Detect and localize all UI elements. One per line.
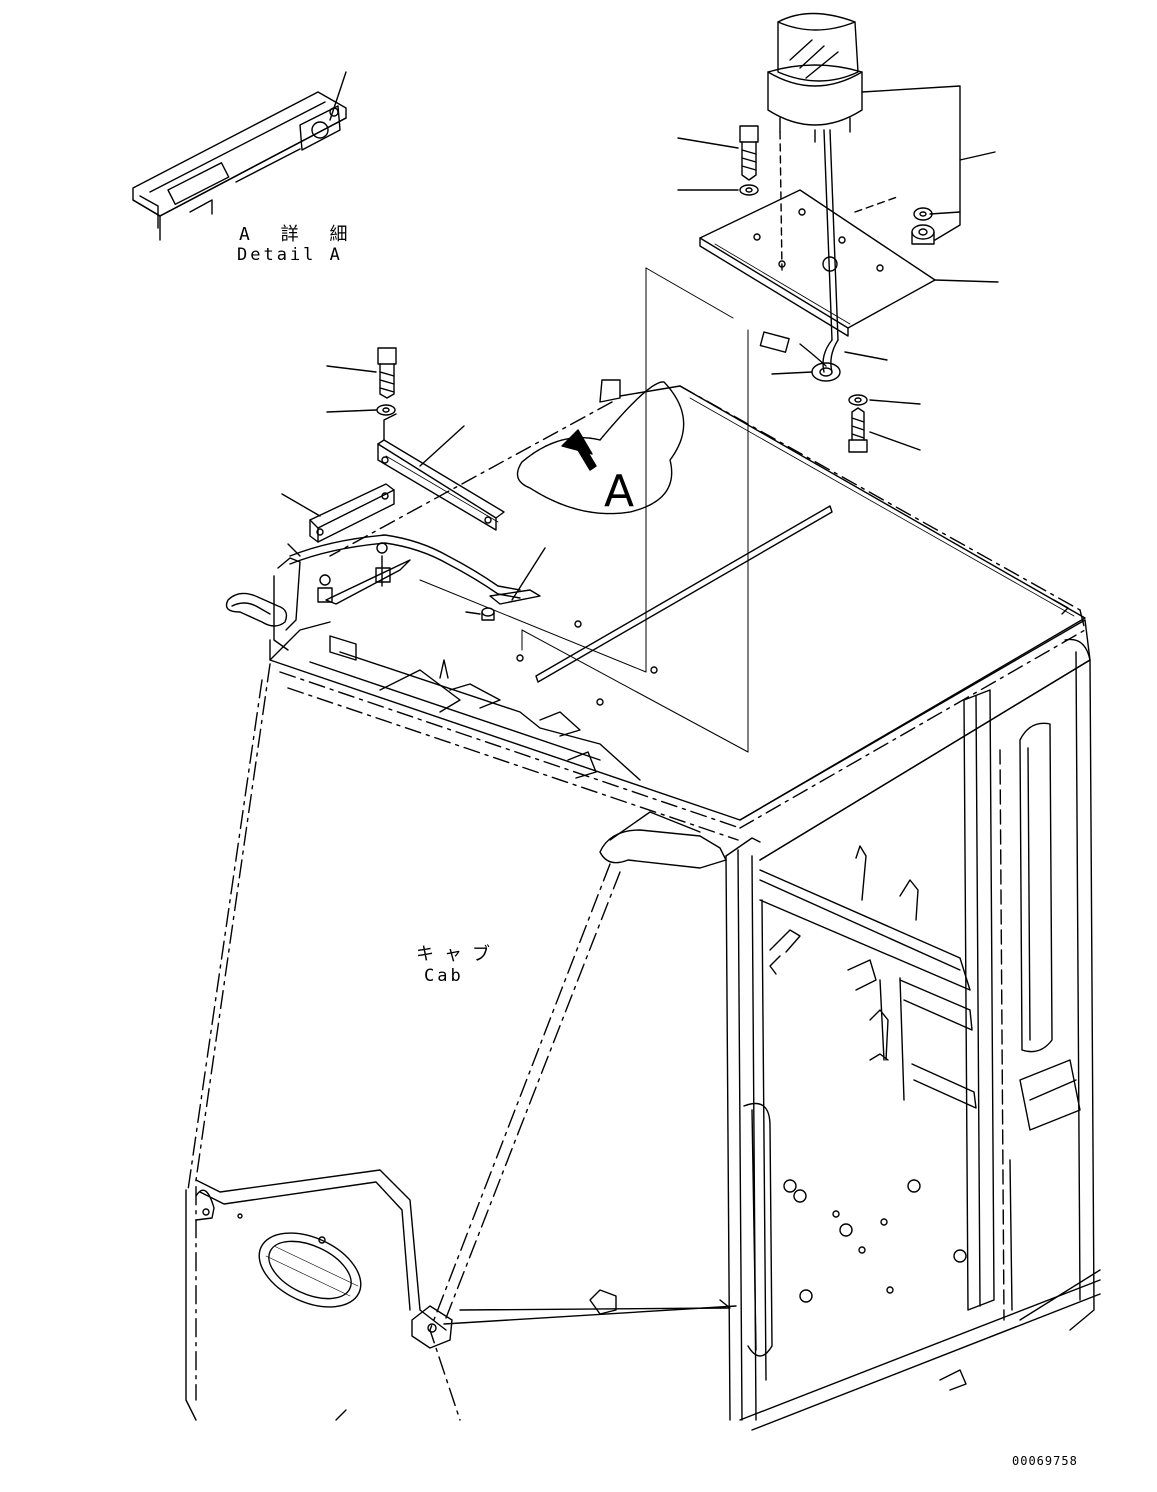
lower-bolt bbox=[848, 394, 921, 453]
view-a-letter: A bbox=[604, 466, 635, 517]
mount-bracket-harness bbox=[225, 534, 546, 651]
beacon-cable-grommet bbox=[759, 331, 888, 382]
beacon-base-plate bbox=[699, 189, 999, 337]
lower-bracket bbox=[281, 483, 395, 543]
view-a-indicator bbox=[516, 381, 685, 515]
detail-a-label-jp: A 詳 細 bbox=[239, 224, 358, 245]
cab-interior bbox=[739, 619, 1101, 1431]
beacon-nuts bbox=[911, 207, 935, 245]
detail-a-label-en: Detail A bbox=[237, 245, 343, 265]
cab-frame bbox=[185, 663, 761, 1421]
drawing-number: 00069758 bbox=[1012, 1454, 1078, 1468]
beacon-bolt bbox=[677, 125, 759, 196]
upper-bracket bbox=[377, 413, 505, 531]
detail-a-unit bbox=[132, 71, 347, 241]
reference-lines bbox=[419, 267, 749, 753]
beacon-lamp bbox=[767, 12, 996, 341]
cab-label-jp: キャブ bbox=[416, 944, 500, 965]
cab-roof bbox=[269, 379, 1086, 841]
bracket-bolt bbox=[326, 347, 397, 416]
cab-label-en: Cab bbox=[424, 966, 464, 986]
